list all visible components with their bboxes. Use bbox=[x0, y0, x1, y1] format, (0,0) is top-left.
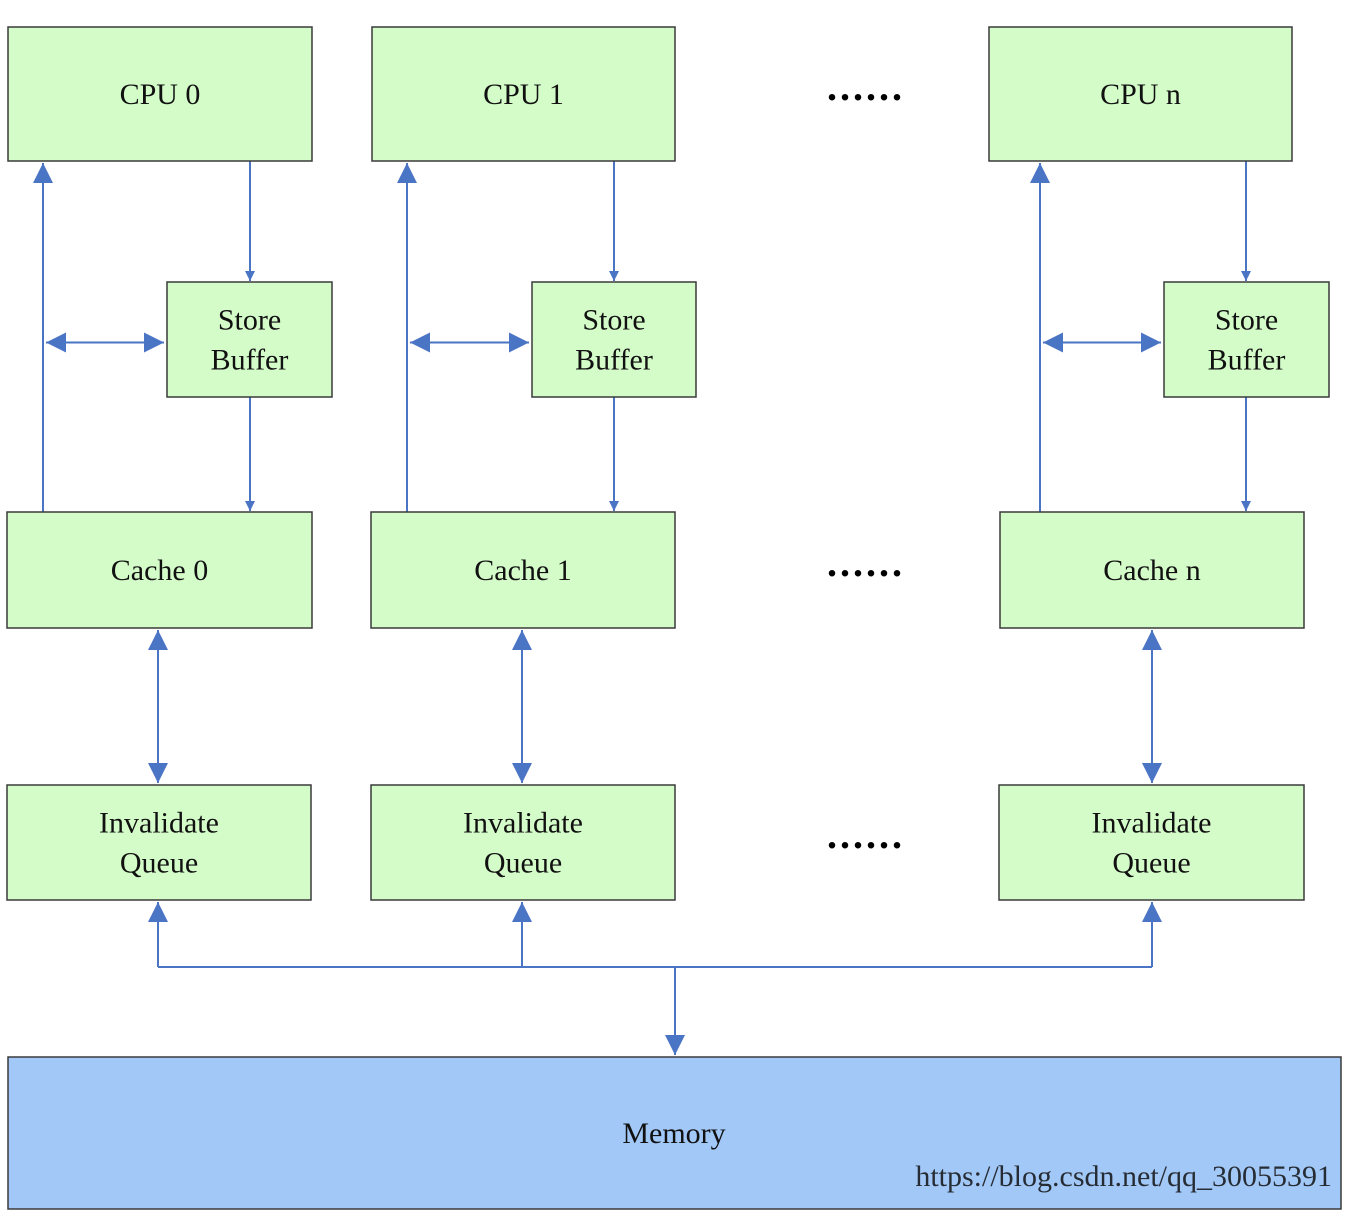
col-0-store-buffer-label: Store bbox=[218, 304, 281, 337]
col-2-store-buffer-label: Store bbox=[1215, 304, 1278, 337]
col-0-cpu-label: CPU 0 bbox=[120, 78, 201, 111]
memory-block: Memory https://blog.csdn.net/qq_30055391 bbox=[7, 1056, 1342, 1210]
col-2-cache: Cache n bbox=[999, 511, 1305, 629]
col-1-invalidate-queue-label: Invalidate bbox=[463, 807, 583, 840]
col-0-store-buffer-label: Buffer bbox=[211, 344, 289, 377]
memory-box bbox=[7, 1056, 1342, 1210]
col-2-store-buffer-box bbox=[1163, 281, 1330, 398]
col-2-invalidate-queue-label: Queue bbox=[1112, 847, 1190, 880]
col-1-invalidate-queue-label: Queue bbox=[484, 847, 562, 880]
col-0-cpu: CPU 0 bbox=[7, 26, 313, 162]
col-2-invalidate-queue-label: Invalidate bbox=[1092, 807, 1212, 840]
col-2-store-buffer-label: Buffer bbox=[1208, 344, 1286, 377]
connectors bbox=[33, 161, 1251, 1055]
col-1-cpu: CPU 1 bbox=[371, 26, 676, 162]
col-2-cpu: CPU n bbox=[988, 26, 1293, 162]
col-1-cpu-label: CPU 1 bbox=[483, 78, 564, 111]
col-0-invalidate-queue-box bbox=[6, 784, 312, 901]
col-0-invalidate-queue-label: Queue bbox=[120, 847, 198, 880]
col-0-cache-box bbox=[6, 511, 313, 629]
ellipsis-cpu-row: ...... bbox=[827, 64, 905, 109]
col-1-store-buffer-label: Store bbox=[582, 304, 645, 337]
col-1-invalidate-queue-box bbox=[370, 784, 676, 901]
col-1-cache: Cache 1 bbox=[370, 511, 676, 629]
col-1-cache-label: Cache 1 bbox=[474, 554, 571, 587]
ellipsis-queue-row: ...... bbox=[827, 812, 905, 857]
col-0-invalidate-queue-label: Invalidate bbox=[99, 807, 219, 840]
col-2-invalidate-queue-box bbox=[998, 784, 1305, 901]
col-2-cache-label: Cache n bbox=[1103, 554, 1200, 587]
col-1-store-buffer-box bbox=[531, 281, 697, 398]
col-0-cache: Cache 0 bbox=[6, 511, 313, 629]
memory-label: Memory bbox=[622, 1117, 725, 1150]
ellipsis-group: ...... ...... ...... bbox=[827, 64, 905, 857]
col-0-store-buffer-box bbox=[166, 281, 333, 398]
col-2-cache-box bbox=[999, 511, 1305, 629]
col-0-cpu-box bbox=[7, 26, 313, 162]
col-2-cpu-box bbox=[988, 26, 1293, 162]
ellipsis-cache-row: ...... bbox=[827, 540, 905, 585]
col-0-cache-label: Cache 0 bbox=[111, 554, 208, 587]
col-1-store-buffer-label: Buffer bbox=[575, 344, 653, 377]
col-1-cpu-box bbox=[371, 26, 676, 162]
watermark: https://blog.csdn.net/qq_30055391 bbox=[915, 1160, 1332, 1193]
col-2-cpu-label: CPU n bbox=[1100, 78, 1181, 111]
col-1-cache-box bbox=[370, 511, 676, 629]
